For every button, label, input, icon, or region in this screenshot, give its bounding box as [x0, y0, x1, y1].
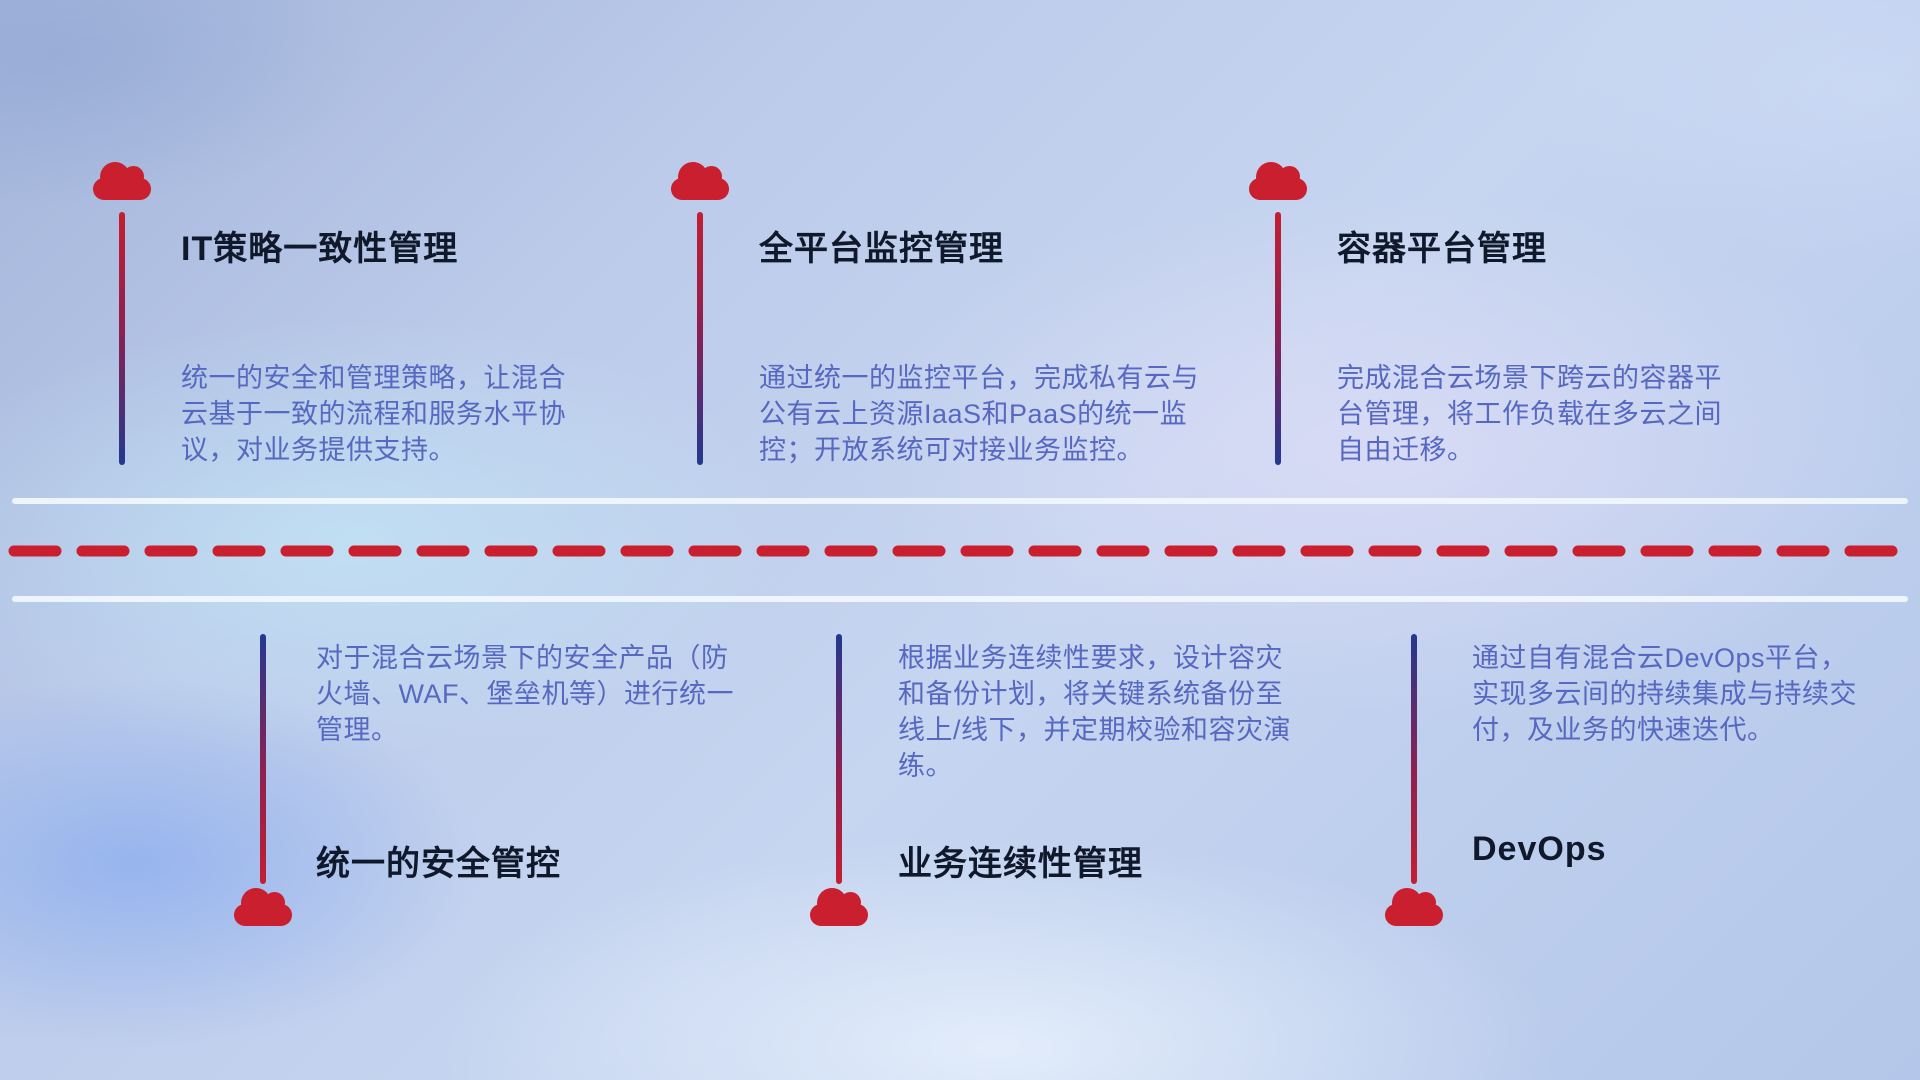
cloud-icon [234, 888, 292, 926]
item-description: 完成混合云场景下跨云的容器平台管理，将工作负载在多云之间自由迁移。 [1337, 363, 1722, 465]
cloud-icon [93, 162, 151, 200]
item-description: 通过自有混合云DevOps平台，实现多云间的持续集成与持续交付，及业务的快速迭代… [1472, 643, 1857, 745]
divider-dashed-line [8, 545, 1912, 557]
cloud-icon [1249, 162, 1307, 200]
item-title: 统一的安全管控 [316, 845, 561, 883]
cloud-icon [671, 162, 729, 200]
item-title: DevOps [1472, 830, 1607, 868]
connector-line [119, 212, 125, 465]
item-title: IT策略一致性管理 [181, 230, 459, 268]
divider-solid-top [12, 498, 1908, 504]
cloud-icon [1385, 888, 1443, 926]
item-description: 根据业务连续性要求，设计容灾和备份计划，将关键系统备份至线上/线下，并定期校验和… [898, 643, 1292, 781]
connector-line [1275, 212, 1281, 465]
connector-line [260, 634, 266, 884]
item-title: 全平台监控管理 [759, 230, 1004, 268]
cloud-icon [810, 888, 868, 926]
item-description: 统一的安全和管理策略，让混合云基于一致的流程和服务水平协议，对业务提供支持。 [181, 363, 566, 465]
item-description: 通过统一的监控平台，完成私有云与公有云上资源IaaS和PaaS的统一监控；开放系… [759, 363, 1199, 465]
divider-solid-bottom [12, 596, 1908, 602]
item-title: 容器平台管理 [1337, 230, 1547, 268]
connector-line [697, 212, 703, 465]
item-title: 业务连续性管理 [898, 845, 1143, 883]
connector-line [1411, 634, 1417, 884]
connector-line [836, 634, 842, 884]
item-description: 对于混合云场景下的安全产品（防火墙、WAF、堡垒机等）进行统一管理。 [316, 643, 734, 745]
